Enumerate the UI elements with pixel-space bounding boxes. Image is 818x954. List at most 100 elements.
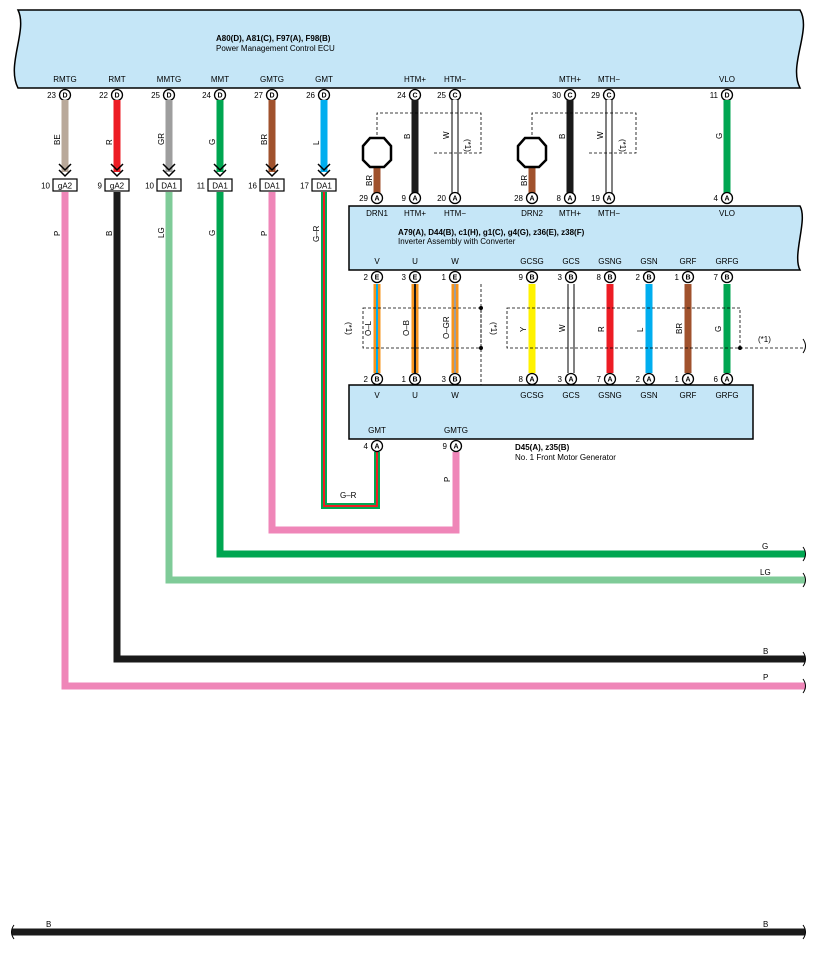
pin-number: 2 bbox=[364, 273, 369, 282]
terminal-name: GMT bbox=[368, 426, 386, 435]
pin-number: 29 bbox=[591, 91, 600, 100]
label-g-grfg: G bbox=[714, 326, 723, 332]
label-lg: LG bbox=[157, 227, 166, 238]
pin-circle bbox=[602, 191, 616, 205]
pin-number: 3 bbox=[558, 375, 563, 384]
label-htm-b: B bbox=[403, 134, 412, 139]
pin-letter: A bbox=[724, 196, 729, 203]
pin-letter: B bbox=[568, 275, 573, 282]
junction-pin: 11 bbox=[197, 182, 206, 191]
pin-letter: D bbox=[217, 93, 222, 100]
terminal-name: GCSG bbox=[520, 391, 544, 400]
pin-letter: A bbox=[567, 196, 572, 203]
pin-circle bbox=[408, 270, 422, 284]
wire-ends bbox=[11, 338, 806, 940]
pin-letter: C bbox=[606, 93, 611, 100]
label-p-motor: P bbox=[443, 477, 452, 482]
terminal-name: V bbox=[374, 257, 380, 266]
inverter-box bbox=[348, 205, 804, 271]
junction-id: gA2 bbox=[110, 182, 125, 191]
pin-number: 8 bbox=[597, 273, 602, 282]
pin-number: 9 bbox=[443, 442, 448, 451]
pin-number: 3 bbox=[558, 273, 563, 282]
motor-subtitle: No. 1 Front Motor Generator bbox=[515, 453, 616, 462]
chevron-icon bbox=[162, 169, 176, 178]
label-l: L bbox=[312, 140, 321, 145]
exit-label-lg: LG bbox=[760, 568, 771, 577]
pin-circle bbox=[720, 270, 734, 284]
exit-label-p: P bbox=[763, 673, 768, 682]
pin-circle bbox=[564, 372, 578, 386]
pin-number: 2 bbox=[364, 375, 369, 384]
pin-letter: B bbox=[607, 275, 612, 282]
pin-number: 26 bbox=[306, 91, 315, 100]
label-w-gcs: W bbox=[558, 324, 567, 332]
chevron-icon bbox=[265, 163, 279, 172]
pin-circle bbox=[720, 191, 734, 205]
pin-letter: A bbox=[606, 196, 611, 203]
pin-letter: B bbox=[685, 275, 690, 282]
pin-circle bbox=[642, 372, 656, 386]
pin-letter: A bbox=[685, 377, 690, 384]
junction-id: DA1 bbox=[264, 182, 280, 191]
pin-letter: D bbox=[269, 93, 274, 100]
pin-circle bbox=[563, 191, 577, 205]
pin-circle bbox=[603, 372, 617, 386]
terminal-name: GMT bbox=[315, 75, 333, 84]
ecu-subtitle: Power Management Control ECU bbox=[216, 44, 335, 53]
pin-circle bbox=[408, 191, 422, 205]
pin-number: 24 bbox=[202, 91, 211, 100]
terminal-name: GCS bbox=[562, 257, 579, 266]
wire-p-rmtg bbox=[61, 192, 805, 690]
pin-circle bbox=[370, 372, 384, 386]
pin-circle bbox=[525, 372, 539, 386]
junction-id: DA1 bbox=[316, 182, 332, 191]
pin-letter: C bbox=[567, 93, 572, 100]
terminal-name: DRN2 bbox=[521, 209, 543, 218]
label-mth-w: W bbox=[596, 131, 605, 139]
terminal-name: U bbox=[412, 391, 418, 400]
label-br-gmtg: BR bbox=[260, 134, 269, 145]
terminal-name: HTM+ bbox=[404, 75, 426, 84]
shield-note-4: (*1) bbox=[489, 322, 498, 335]
terminal-name: GCSG bbox=[520, 257, 544, 266]
pin-circle bbox=[370, 270, 384, 284]
label-br-grf: BR bbox=[675, 323, 684, 334]
inverter-title: A79(A), D44(B), c1(H), g1(C), g4(G), z36… bbox=[398, 228, 585, 237]
pin-letter: A bbox=[412, 196, 417, 203]
label-r-gsng: R bbox=[597, 326, 606, 332]
pin-number: 7 bbox=[714, 273, 719, 282]
terminal-name: VLO bbox=[719, 75, 735, 84]
chevron-icon bbox=[265, 169, 279, 178]
pin-letter: D bbox=[62, 93, 67, 100]
junction-box bbox=[311, 178, 337, 192]
chevron-icon bbox=[110, 163, 124, 172]
junction-id: gA2 bbox=[58, 182, 73, 191]
pin-number: 19 bbox=[591, 194, 600, 203]
label-be: BE bbox=[53, 134, 62, 145]
terminal-name: MTH− bbox=[598, 209, 620, 218]
label-r: R bbox=[105, 139, 114, 145]
pin-letter: A bbox=[374, 444, 379, 451]
terminal-name: W bbox=[451, 257, 459, 266]
pin-circle bbox=[370, 191, 384, 205]
terminal-name: HTM+ bbox=[404, 209, 426, 218]
terminal-name: V bbox=[374, 391, 380, 400]
